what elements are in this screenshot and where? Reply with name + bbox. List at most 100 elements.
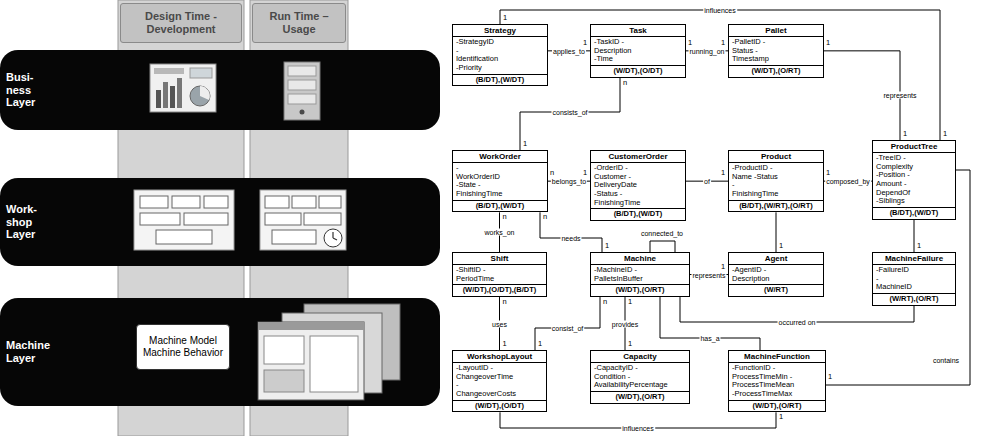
multiplicity: n xyxy=(603,298,607,306)
association-line xyxy=(660,297,760,350)
chart-bar xyxy=(170,86,175,108)
class-name: Agent xyxy=(729,253,823,265)
uml-class: Shift-ShiftID -PeriodTime(W/DT),(O/DT),(… xyxy=(452,252,547,297)
class-name: Pallet xyxy=(729,25,823,37)
association-label: has_a xyxy=(699,335,720,342)
class-stereotypes: (W/DT),(O/RT) xyxy=(591,391,689,403)
multiplicity: 1 xyxy=(523,140,527,148)
class-attributes: -FailureID -MachineID xyxy=(873,265,915,293)
server-bay xyxy=(288,80,316,90)
multiplicity: 1 xyxy=(503,340,507,348)
column-header-box: Run Time – Usage xyxy=(252,3,346,43)
uml-class: Product-ProductID -Name -Status -Finishi… xyxy=(728,150,824,212)
association-label: represents xyxy=(691,271,726,278)
layer-band-shape xyxy=(0,178,440,266)
class-name: Shift xyxy=(453,253,546,265)
server-body xyxy=(284,62,320,120)
class-attributes: -AgentID -Description xyxy=(729,265,773,284)
uml-class: WorkOrder-WorkOrderID -State -FinishingT… xyxy=(452,150,548,212)
layer-label: Machine Layer xyxy=(6,339,50,364)
multiplicity: n xyxy=(543,213,547,221)
association-label: composed_by xyxy=(825,178,871,185)
association-label: influences xyxy=(621,425,655,432)
class-stereotypes: (W/DT),(O/DT) xyxy=(591,65,685,77)
class-attributes: -TaskID -Description -Time xyxy=(591,37,635,65)
class-attributes: -WorkOrderID -State -FinishingTime xyxy=(453,163,505,200)
class-stereotypes: (B/DT),(W/DT) xyxy=(453,74,547,86)
multiplicity: 1 xyxy=(826,39,830,47)
thumbnail-block xyxy=(319,196,341,208)
uml-class: Machine-MachineID -PalletsInBuffer(W/DT)… xyxy=(590,252,690,297)
multiplicity: n xyxy=(503,298,507,306)
class-stereotypes: (W/DT),(O/RT) xyxy=(591,284,689,296)
thumbnail-frame xyxy=(134,190,234,250)
dashboard-bar xyxy=(154,68,184,74)
class-stereotypes: (W/DT),(O/RT) xyxy=(729,65,823,77)
thumbnail-block xyxy=(204,196,228,208)
thumbnail-block xyxy=(172,196,200,208)
multiplicity: 1 xyxy=(903,130,907,138)
dashboard-frame xyxy=(150,64,216,112)
association-label: occurred on xyxy=(778,319,817,326)
multiplicity: 1 xyxy=(503,14,507,22)
thumbnail-block xyxy=(272,230,316,244)
uml-class: Task-TaskID -Description -Time(W/DT),(O/… xyxy=(590,24,686,78)
layer-band: Busi- ness Layer xyxy=(0,50,440,130)
multiplicity: 1 xyxy=(688,39,692,47)
association-label: works_on xyxy=(484,229,516,236)
multiplicity: 1 xyxy=(917,242,921,250)
association-line xyxy=(914,220,915,252)
layer-band-shape xyxy=(0,298,440,406)
thumbnail-block xyxy=(292,196,316,208)
association-line xyxy=(535,297,600,350)
class-stereotypes: (B/DT),(W/RT),(O/RT) xyxy=(729,200,823,212)
multiplicity: 1 xyxy=(721,169,725,177)
class-attributes: -ShiftID -PeriodTime xyxy=(453,265,497,284)
clock-face xyxy=(324,229,342,247)
dashboard-icon xyxy=(150,64,216,112)
uml-class: CustomerOrder-OrderID -Customer -Deliver… xyxy=(590,150,686,221)
thumbnail-block xyxy=(265,196,289,208)
thumbnail-frame xyxy=(260,190,346,250)
uml-class: Agent-AgentID -Description(W/RT) xyxy=(728,252,824,297)
class-attributes: -CapacityID -Condition -AvailabilityPerc… xyxy=(591,363,671,391)
thumbnail-block xyxy=(156,230,212,244)
uml-class: Strategy-StrategyID -Identification -Pri… xyxy=(452,24,548,86)
pie-wedge xyxy=(200,86,210,100)
server-bay xyxy=(288,66,316,76)
class-stereotypes: (W/DT),(O/RT) xyxy=(729,400,825,412)
chart-bar xyxy=(163,82,168,108)
association-label: running_on xyxy=(688,47,725,54)
uml-class: MachineFunction-FunctionID -ProcessTimeM… xyxy=(728,350,826,412)
class-attributes: -PalletID -Status -Timestamp xyxy=(729,37,772,65)
association-label: consist_of xyxy=(551,325,585,332)
class-name: CustomerOrder xyxy=(591,151,685,163)
class-attributes: -FunctionID -ProcessTimeMin -ProcessTime… xyxy=(729,363,797,400)
association-label: represents xyxy=(882,92,917,99)
association-line xyxy=(520,78,620,150)
multiplicity: 1 xyxy=(538,340,542,348)
class-name: Task xyxy=(591,25,685,37)
class-name: WorkshopLayout xyxy=(453,351,546,363)
class-name: MachineFunction xyxy=(729,351,825,363)
multiplicity: 1 xyxy=(943,130,947,138)
multiplicity: n xyxy=(623,79,627,87)
multiplicity: n xyxy=(550,169,554,177)
association-label: consists_of xyxy=(551,109,588,116)
association-label: connected_to xyxy=(640,230,684,237)
server-bay xyxy=(288,94,316,104)
multiplicity: 1 xyxy=(628,298,632,306)
window-panel xyxy=(264,370,304,392)
class-name: WorkOrder xyxy=(453,151,547,163)
class-name: Machine xyxy=(591,253,689,265)
class-stereotypes: (B/DT),(W/DT) xyxy=(453,200,547,212)
window-title-bar xyxy=(258,322,364,330)
class-name: Product xyxy=(729,151,823,163)
association-label: applies_to xyxy=(552,47,586,54)
layout-thumbnail xyxy=(134,190,234,250)
class-stereotypes: (W/DT),(O/DT) xyxy=(453,400,546,412)
class-name: Strategy xyxy=(453,25,547,37)
window-panel xyxy=(310,336,358,392)
window-panel xyxy=(264,336,304,364)
